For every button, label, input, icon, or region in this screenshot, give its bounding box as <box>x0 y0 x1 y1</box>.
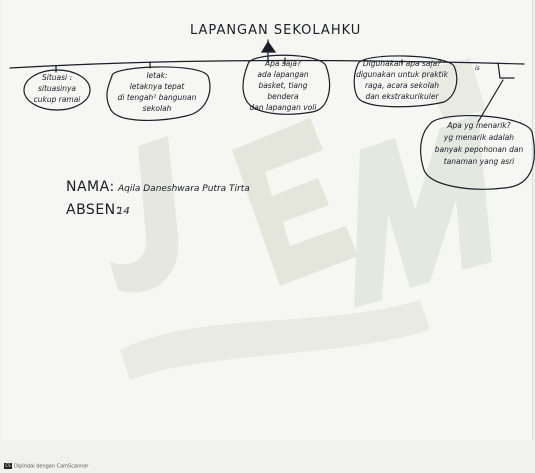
node-line: Apa saja? <box>264 59 302 68</box>
node-line: letak: <box>146 71 168 80</box>
node-menarik: Apa yg menarik? yg menarik adalah banyak… <box>424 120 534 168</box>
document-title: LAPANGAN SEKOLAHKU <box>190 23 362 38</box>
node-line: ada lapangan <box>257 70 309 79</box>
node-line: banyak pepohonan dan <box>434 145 524 154</box>
node-digunakan: Digunakan apa saja? digunakan untuk prak… <box>352 58 452 102</box>
small-mark: is <box>475 65 480 72</box>
bubble-apa-saja <box>242 54 331 115</box>
node-line: Digunakan apa saja? <box>362 59 442 68</box>
connector-menarik <box>477 79 504 123</box>
bubble-letak <box>106 66 211 121</box>
nama-label: NAMA: <box>66 179 115 195</box>
node-line: raga, acara sekolah <box>364 81 440 90</box>
main-branch-line <box>9 59 525 69</box>
node-letak: letak: letaknya tepat di tengah² banguna… <box>108 70 206 114</box>
scanner-label: Dipindai dengan CamScanner <box>14 463 89 470</box>
node-situasi: Situasi : situasinya cukup ramai <box>28 72 86 105</box>
camscanner-logo: CS <box>4 463 12 469</box>
node-line: Apa yg menarik? <box>447 121 511 130</box>
node-line: letaknya tepat <box>129 82 185 91</box>
bubble-menarik <box>420 114 535 190</box>
node-apa-saja: Apa saja? ada lapangan basket, tiang ben… <box>243 58 323 113</box>
node-line: yg menarik adalah <box>443 133 515 142</box>
node-line: digunakan untuk praktik <box>356 70 448 79</box>
node-line: basket, tiang bendera <box>258 81 308 101</box>
absen-label: ABSEN: <box>66 202 121 218</box>
node-line: Situasi : <box>41 73 73 82</box>
node-line: cukup ramai <box>33 95 81 104</box>
node-line: tanaman yang asri <box>443 157 515 166</box>
node-line: situasinya <box>37 84 77 93</box>
bubble-digunakan <box>353 55 458 108</box>
node-line: dan lapangan voli <box>249 103 317 112</box>
nama-value: Aqila Daneshwara Putra Tirta <box>118 184 250 194</box>
node-line: di tengah² bangunan <box>117 93 197 102</box>
node-line: dan ekstrakurikuler <box>365 92 439 101</box>
bubble-situasi <box>23 69 91 111</box>
absen-value: 14 <box>117 206 130 217</box>
node-line: sekolah <box>142 104 172 113</box>
